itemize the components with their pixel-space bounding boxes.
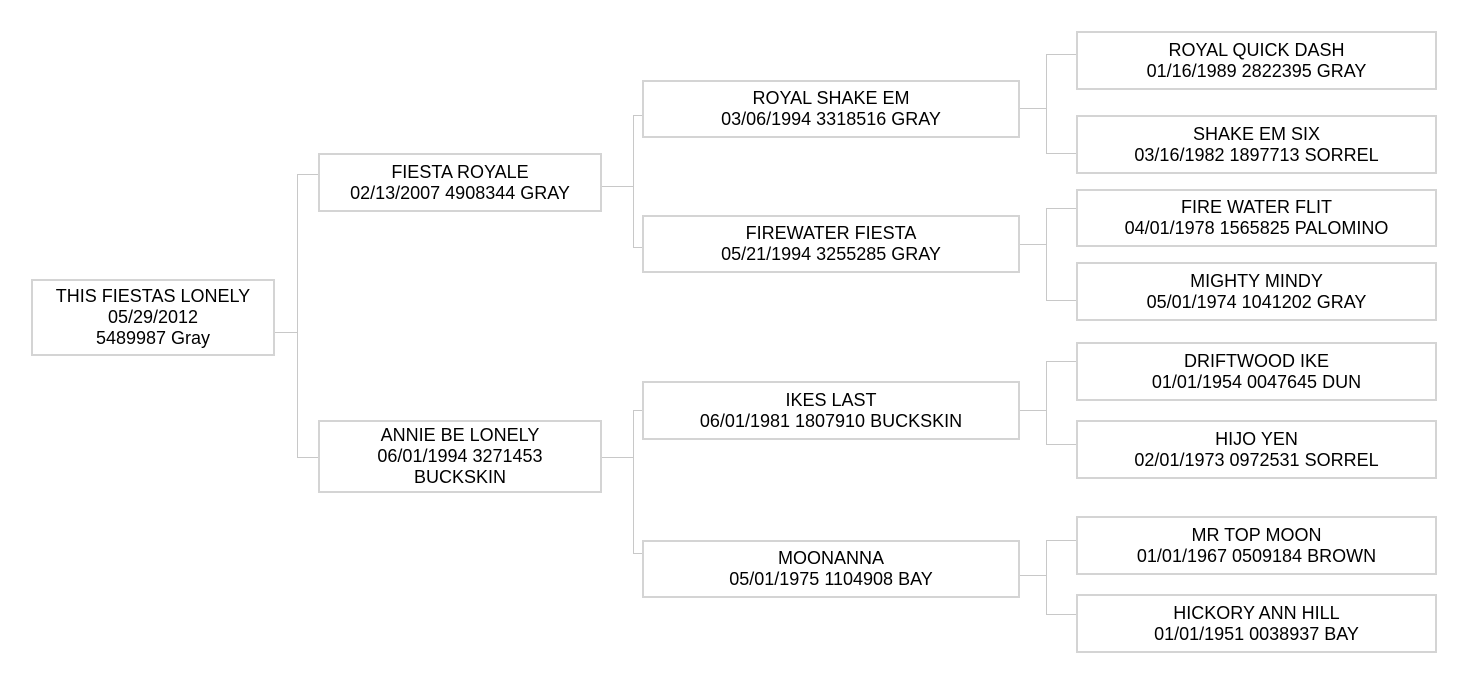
horse-name: THIS FIESTAS LONELY xyxy=(55,286,251,306)
connector xyxy=(1046,540,1076,541)
connector xyxy=(1020,575,1046,576)
connector xyxy=(1046,54,1047,154)
pedigree-box-sire-sire-dam[interactable]: SHAKE EM SIX 03/16/1982 1897713 SORREL xyxy=(1076,115,1437,174)
ds-dam-name: HIJO YEN xyxy=(1215,428,1298,449)
pedigree-box-sire-dam-dam[interactable]: MIGHTY MINDY 05/01/1974 1041202 GRAY xyxy=(1076,262,1437,321)
connector xyxy=(1046,614,1076,615)
sire-sire-name: ROYAL SHAKE EM xyxy=(752,88,910,108)
pedigree-box-dam-dam-dam[interactable]: HICKORY ANN HILL 01/01/1951 0038937 BAY xyxy=(1076,594,1437,653)
connector xyxy=(1046,361,1076,362)
sd-sire-details: 04/01/1978 1565825 PALOMINO xyxy=(1124,218,1389,238)
ss-dam-name: SHAKE EM SIX xyxy=(1192,123,1321,144)
sire-sire-details: 03/06/1994 3318516 GRAY xyxy=(721,109,941,129)
connector xyxy=(633,115,642,116)
connector xyxy=(1046,444,1076,445)
connector xyxy=(1046,300,1076,301)
ss-sire-name: ROYAL QUICK DASH xyxy=(1168,39,1345,60)
connector xyxy=(1020,410,1046,411)
pedigree-box-dam-dam[interactable]: MOONANNA 05/01/1975 1104908 BAY xyxy=(642,540,1020,598)
pedigree-box-horse[interactable]: THIS FIESTAS LONELY 05/29/2012 5489987 G… xyxy=(31,279,275,356)
connector xyxy=(633,247,642,248)
dam-sire-name: IKES LAST xyxy=(785,389,877,410)
pedigree-box-dam-sire-dam[interactable]: HIJO YEN 02/01/1973 0972531 SORREL xyxy=(1076,420,1437,479)
sire-details: 02/13/2007 4908344 GRAY xyxy=(350,182,570,203)
connector xyxy=(633,553,642,554)
pedigree-box-dam-sire-sire[interactable]: DRIFTWOOD IKE 01/01/1954 0047645 DUN xyxy=(1076,342,1437,401)
connector xyxy=(1046,208,1047,301)
sd-sire-name: FIRE WATER FLIT xyxy=(1180,197,1332,217)
pedigree-box-sire-dam-sire[interactable]: FIRE WATER FLIT 04/01/1978 1565825 PALOM… xyxy=(1076,189,1437,247)
horse-details: 05/29/2012 5489987 Gray xyxy=(95,307,211,348)
pedigree-box-dam-dam-sire[interactable]: MR TOP MOON 01/01/1967 0509184 BROWN xyxy=(1076,516,1437,575)
sire-dam-details: 05/21/1994 3255285 GRAY xyxy=(721,244,941,264)
dam-dam-details: 05/01/1975 1104908 BAY xyxy=(729,569,933,589)
dam-dam-name: MOONANNA xyxy=(777,548,884,568)
dam-sire-details: 06/01/1981 1807910 BUCKSKIN xyxy=(699,410,963,431)
sd-dam-details: 05/01/1974 1041202 GRAY xyxy=(1146,291,1367,312)
ss-sire-details: 01/16/1989 2822395 GRAY xyxy=(1146,60,1367,81)
ds-sire-details: 01/01/1954 0047645 DUN xyxy=(1151,371,1362,392)
ss-dam-details: 03/16/1982 1897713 SORREL xyxy=(1134,144,1379,165)
pedigree-box-sire-sire[interactable]: ROYAL SHAKE EM 03/06/1994 3318516 GRAY xyxy=(642,80,1020,138)
pedigree-box-dam-sire[interactable]: IKES LAST 06/01/1981 1807910 BUCKSKIN xyxy=(642,381,1020,440)
connector xyxy=(1020,108,1046,109)
connector xyxy=(633,115,634,248)
connector xyxy=(1020,244,1046,245)
dam-name: ANNIE BE LONELY xyxy=(380,425,540,445)
pedigree-box-dam[interactable]: ANNIE BE LONELY 06/01/1994 3271453 BUCKS… xyxy=(318,420,602,493)
connector xyxy=(1046,361,1047,445)
connector xyxy=(1046,153,1076,154)
connector xyxy=(1046,208,1076,209)
connector xyxy=(297,457,318,458)
connector xyxy=(297,174,298,458)
connector xyxy=(602,457,633,458)
connector xyxy=(1046,540,1047,615)
connector xyxy=(1046,54,1076,55)
connector xyxy=(275,332,297,333)
connector xyxy=(633,410,634,554)
dd-sire-details: 01/01/1967 0509184 BROWN xyxy=(1136,545,1377,566)
connector xyxy=(297,174,318,175)
connector xyxy=(633,410,642,411)
dd-dam-name: HICKORY ANN HILL xyxy=(1173,602,1340,623)
sd-dam-name: MIGHTY MINDY xyxy=(1190,270,1323,291)
ds-sire-name: DRIFTWOOD IKE xyxy=(1183,350,1329,371)
sire-dam-name: FIREWATER FIESTA xyxy=(745,223,917,243)
pedigree-box-sire-sire-sire[interactable]: ROYAL QUICK DASH 01/16/1989 2822395 GRAY xyxy=(1076,31,1437,90)
dam-details: 06/01/1994 3271453 BUCKSKIN xyxy=(377,446,543,487)
dd-sire-name: MR TOP MOON xyxy=(1191,524,1322,545)
pedigree-box-sire[interactable]: FIESTA ROYALE 02/13/2007 4908344 GRAY xyxy=(318,153,602,212)
dd-dam-details: 01/01/1951 0038937 BAY xyxy=(1154,623,1359,644)
sire-name: FIESTA ROYALE xyxy=(391,161,529,182)
pedigree-box-sire-dam[interactable]: FIREWATER FIESTA 05/21/1994 3255285 GRAY xyxy=(642,215,1020,273)
ds-dam-details: 02/01/1973 0972531 SORREL xyxy=(1134,449,1379,470)
connector xyxy=(602,186,633,187)
